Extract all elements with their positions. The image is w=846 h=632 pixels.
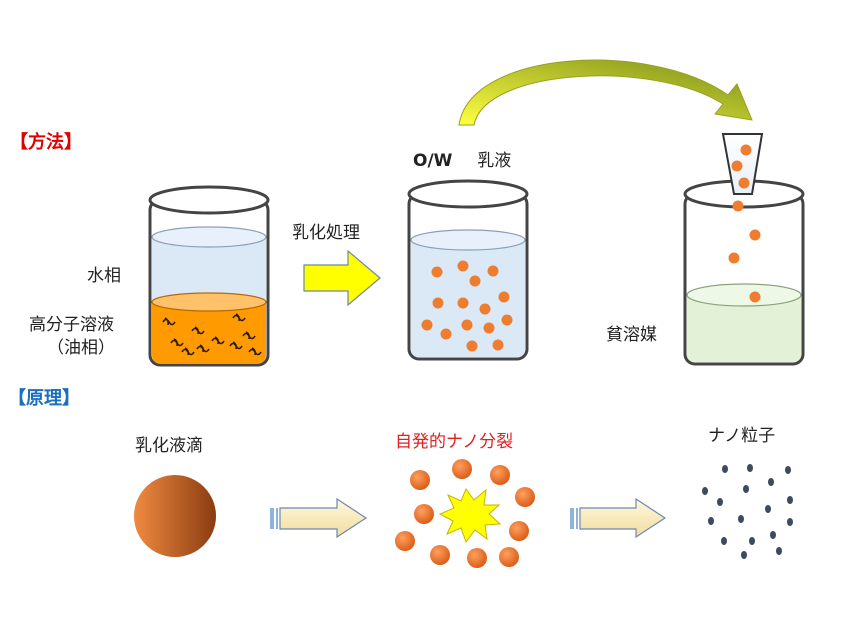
water-layer bbox=[152, 237, 266, 302]
section-title-principle: 【原理】 bbox=[8, 388, 80, 409]
emulsify-step-label: 乳化処理 bbox=[292, 223, 360, 243]
dropping-tube bbox=[721, 133, 764, 195]
nanoparticle-label: ナノ粒子 bbox=[708, 426, 776, 446]
ow-emulsion-label: O/W 乳液 bbox=[413, 146, 511, 171]
emulsion-droplet-large bbox=[134, 475, 216, 557]
poor-solvent-liquid bbox=[687, 295, 801, 362]
oil-phase-label: （油相） bbox=[47, 338, 115, 358]
split-droplets bbox=[395, 459, 535, 568]
emulsion-droplets bbox=[421, 260, 513, 352]
ow-prefix: O/W bbox=[413, 151, 453, 171]
falling-droplets bbox=[728, 144, 761, 303]
water-phase-label: 水相 bbox=[87, 266, 121, 286]
nanoparticles bbox=[702, 464, 793, 559]
polymer-chains bbox=[162, 313, 262, 356]
poor-solvent-label: 貧溶媒 bbox=[606, 325, 657, 345]
curved-arrow-icon bbox=[458, 59, 753, 126]
beaker-1 bbox=[148, 185, 270, 367]
explosion-burst-icon bbox=[438, 487, 502, 544]
beaker-3 bbox=[683, 179, 805, 366]
cream-arrow-1 bbox=[270, 497, 368, 539]
section-title-method: 【方法】 bbox=[10, 132, 82, 153]
polymer-solution-label: 高分子溶液 bbox=[29, 315, 114, 335]
cream-arrow-2 bbox=[570, 497, 667, 539]
spontaneous-split-label: 自発的ナノ分裂 bbox=[395, 432, 514, 452]
emulsion-droplet-label: 乳化液滴 bbox=[135, 436, 203, 456]
ow-emulsion-text: 乳液 bbox=[477, 151, 512, 171]
beaker-2 bbox=[407, 179, 529, 361]
right-arrow-icon bbox=[303, 249, 381, 307]
